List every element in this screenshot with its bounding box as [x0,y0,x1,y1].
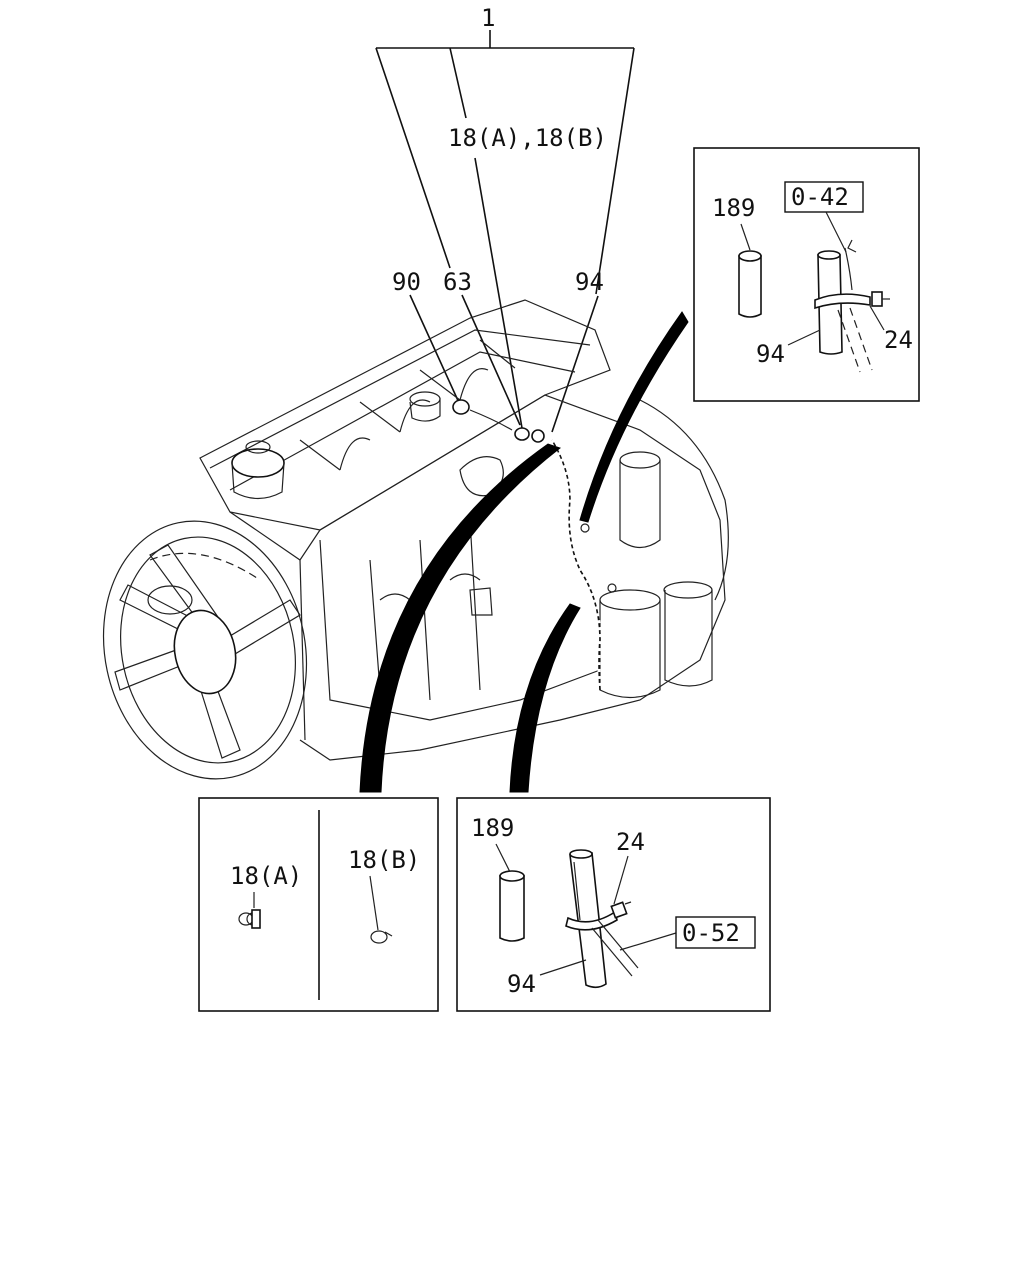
label-clip-group: 18(A),18(B) [448,124,607,152]
label-part-94: 94 [575,268,604,296]
ref-box-0-42 [784,181,864,213]
label-ref-0-52: 0-52 [682,919,740,947]
label-part-94-top: 94 [756,340,785,368]
label-part-189-bottom: 189 [471,814,514,842]
main-labels: 1 18(A),18(B) 90 63 94 [392,4,607,296]
assembly-callout [375,30,635,433]
label-ref-0-42: 0-42 [791,183,849,211]
label-part-90: 90 [392,268,421,296]
label-part-24-bottom: 24 [616,828,645,856]
detail-box-top-right: 189 0-42 24 94 [693,147,920,402]
label-part-94-bottom: 94 [507,970,536,998]
detail-leaders [359,311,689,793]
ref-box-0-52 [675,916,756,949]
detail-box-bottom-right: 189 24 0-52 94 [456,797,771,1012]
label-part-24-top: 24 [884,326,913,354]
label-clip-18a: 18(A) [230,862,302,890]
label-part-63: 63 [443,268,472,296]
engine-illustration [102,299,729,780]
label-clip-18b: 18(B) [348,846,420,874]
label-part-189-top: 189 [712,194,755,222]
detail-box-clips: 18(A) 18(B) [198,797,439,1012]
label-assembly-1: 1 [481,4,495,32]
